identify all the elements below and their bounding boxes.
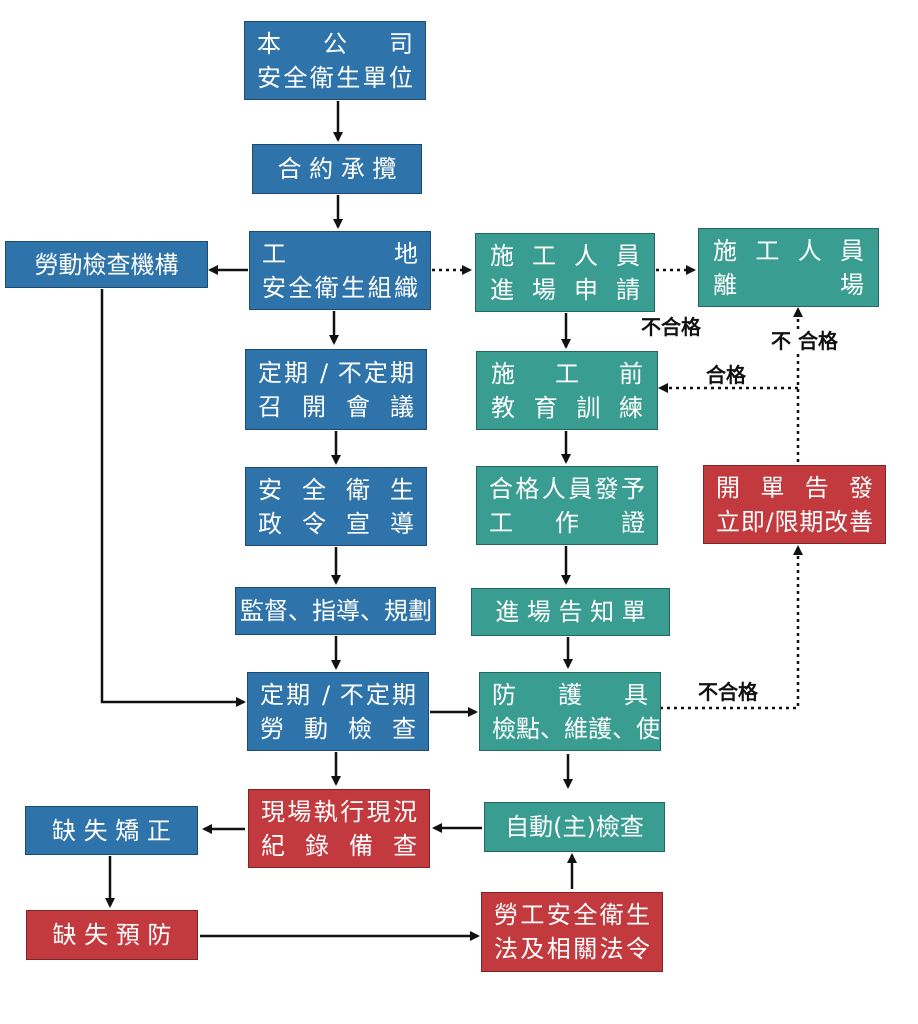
box-line: 進 場 申 請 bbox=[490, 275, 640, 304]
dotted-arrow-ppe-to-improve bbox=[660, 545, 803, 710]
work-permit-box: 合格人員發予 工 作 證 bbox=[476, 466, 658, 545]
box-line: 缺 失 矯 正 bbox=[52, 816, 171, 845]
box-line: 勞動檢查機構 bbox=[34, 250, 179, 279]
box-line: 定期 / 不定期 bbox=[258, 358, 414, 387]
box-line: 防 護 具 bbox=[492, 680, 648, 709]
box-line: 法及相關法令 bbox=[494, 935, 650, 963]
defect-prevention-box: 缺 失 預 防 bbox=[26, 910, 198, 960]
labor-inspection-box: 定期 / 不定期 勞 動 檢 查 bbox=[247, 672, 429, 751]
supervision-box: 監督、指導、規劃 bbox=[235, 587, 436, 635]
box-line: 現場執行現況 bbox=[261, 797, 417, 826]
box-line: 施 工 前 bbox=[491, 359, 643, 388]
box-line: 立即/限期改善 bbox=[716, 507, 873, 536]
arrow-agency-to-inspection bbox=[100, 289, 246, 707]
entry-notice-box: 進 場 告 知 單 bbox=[471, 588, 670, 636]
box-line: 施 工 人 員 bbox=[713, 236, 864, 265]
defect-correction-box: 缺 失 矯 正 bbox=[25, 806, 198, 855]
contract-box: 合 約 承 攬 bbox=[252, 144, 422, 194]
worker-entry-application-box: 施 工 人 員 進 場 申 請 bbox=[475, 233, 655, 312]
box-line: 勞工安全衛生 bbox=[494, 901, 650, 929]
box-line: 合 約 承 攬 bbox=[277, 155, 397, 183]
self-inspection-box: 自動(主)檢查 bbox=[484, 802, 665, 852]
box-line: 開 單 告 發 bbox=[716, 473, 873, 502]
osh-laws-box: 勞工安全衛生 法及相關法令 bbox=[481, 892, 663, 972]
box-line: 缺 失 預 防 bbox=[52, 921, 172, 949]
box-line: 召 開 會 議 bbox=[258, 392, 414, 421]
regular-meeting-box: 定期 / 不定期 召 開 會 議 bbox=[245, 349, 427, 430]
box-line: 紀 錄 備 查 bbox=[261, 831, 417, 860]
box-line: 進 場 告 知 單 bbox=[495, 598, 646, 626]
box-line: 施 工 人 員 bbox=[490, 241, 640, 270]
box-line: 工 地 bbox=[262, 239, 418, 268]
labor-inspection-agency-box: 勞動檢查機構 bbox=[5, 241, 208, 288]
box-line: 定期 / 不定期 bbox=[260, 680, 416, 709]
box-line: 自動(主)檢查 bbox=[505, 813, 644, 841]
pre-work-training-box: 施 工 前 教 育 訓 練 bbox=[476, 351, 658, 430]
box-line: 本 公 司 bbox=[257, 29, 413, 58]
box-line: 合格人員發予 bbox=[489, 474, 645, 503]
label-fail-ppe: 不合格 bbox=[698, 680, 758, 704]
improvement-notice-box: 開 單 告 發 立即/限期改善 bbox=[703, 465, 886, 544]
company-safety-unit-box: 本 公 司 安全衛生單位 bbox=[244, 21, 426, 100]
worker-leave-box: 施 工 人 員 離 場 bbox=[698, 228, 879, 307]
label-fail-improve: 不 合格 bbox=[771, 329, 838, 353]
box-line: 政 令 宣 導 bbox=[258, 509, 414, 538]
box-line: 勞 動 檢 查 bbox=[260, 714, 416, 743]
box-line: 安全衛生單位 bbox=[257, 63, 413, 92]
box-line: 教 育 訓 練 bbox=[491, 393, 643, 422]
box-line: 離 場 bbox=[713, 270, 864, 299]
safety-policy-box: 安 全 衛 生 政 令 宣 導 bbox=[245, 467, 427, 546]
box-line: 監督、指導、規劃 bbox=[240, 597, 432, 625]
site-safety-org-box: 工 地 安全衛生組織 bbox=[249, 231, 431, 310]
site-record-box: 現場執行現況 紀 錄 備 查 bbox=[248, 789, 430, 868]
box-line: 安 全 衛 生 bbox=[258, 475, 414, 504]
box-line: 安全衛生組織 bbox=[262, 273, 418, 302]
label-pass: 合格 bbox=[706, 363, 746, 387]
box-line: 工 作 證 bbox=[489, 508, 645, 537]
ppe-check-box: 防 護 具 檢點、維護、使 bbox=[479, 672, 661, 751]
box-line: 檢點、維護、使 bbox=[492, 714, 660, 743]
label-fail-entry: 不合格 bbox=[641, 315, 701, 339]
